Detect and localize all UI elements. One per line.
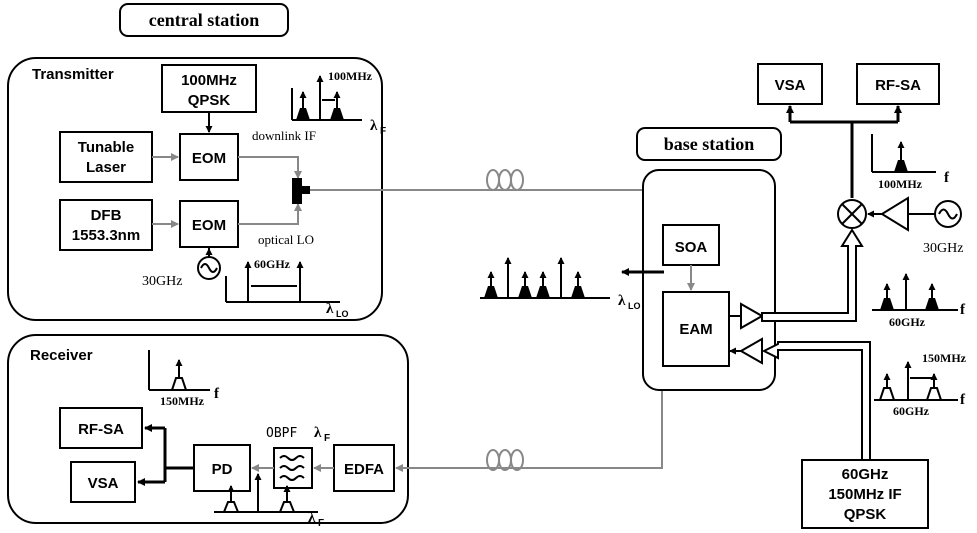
bs-spectrum-axis-sub: LO	[628, 301, 641, 311]
eam-box	[662, 291, 730, 367]
pd-label: PD	[212, 461, 233, 478]
dfb-line2: 1553.3nm	[72, 227, 140, 244]
source-line3: QPSK	[844, 506, 887, 523]
qpsk-source-box	[161, 64, 257, 113]
edfa-label: EDFA	[344, 461, 384, 478]
laser-line1: Tunable	[78, 139, 134, 156]
uplink-fiber	[395, 366, 663, 472]
qpsk-box-line1: 100MHz	[181, 72, 237, 89]
uplink-rf-path-arrow	[761, 341, 871, 461]
source-line1: 60GHz	[842, 466, 889, 483]
central-station-title: central station	[119, 3, 289, 37]
rx-rfsa-box	[59, 407, 143, 449]
receiver-panel: Receiver 150MHz f RF-SA VSA PD OBPF λ F	[7, 334, 409, 529]
rx-vsa-label: VSA	[88, 475, 119, 492]
uplink-source-box	[801, 459, 929, 529]
eam-label: EAM	[679, 321, 712, 338]
tx-if-spectrum: 100MHz λ F	[291, 69, 386, 137]
eom-top-label: EOM	[192, 150, 226, 167]
rx-spectrum-axis: f	[214, 386, 220, 402]
tx-lo-axis: λ	[326, 301, 334, 317]
rx-vsa-box	[70, 461, 136, 503]
right-down-spectrum-label: 60GHz	[889, 315, 926, 329]
soa-label: SOA	[675, 239, 708, 256]
source-line2: 150MHz IF	[828, 486, 901, 503]
tx-lo-spectrum: 60GHz λ LO	[225, 257, 349, 319]
uplink-fiber-spool-icon	[486, 449, 524, 471]
downlink-rf-path-arrow	[761, 228, 864, 322]
rx-rfsa-label: RF-SA	[78, 421, 124, 438]
rx-optical-axis-sub: F	[318, 518, 324, 529]
dfb-laser-box	[59, 199, 153, 251]
obpf-label: OBPF	[266, 426, 297, 441]
tx-lo-freq: 30GHz	[142, 274, 182, 289]
laser-line2: Laser	[86, 159, 126, 176]
downlink-if-label: downlink IF	[252, 128, 316, 143]
bs-spectrum-axis: λ	[618, 293, 626, 309]
right-vsa-box	[757, 63, 823, 105]
base-station-label: base station	[664, 134, 755, 154]
central-station-label: central station	[149, 10, 259, 30]
eom-bottom-label: EOM	[192, 217, 226, 234]
receiver-title: Receiver	[30, 347, 93, 364]
optical-lo-label: optical LO	[258, 232, 314, 247]
downlink-fiber-spool-icon	[486, 169, 524, 191]
right-up-spectrum-label-bottom: 60GHz	[893, 404, 930, 418]
base-station-title: base station	[636, 127, 782, 161]
tx-if-spectrum-label: 100MHz	[328, 69, 373, 83]
tx-if-axis: λ	[370, 118, 378, 134]
tx-lo-spectrum-label: 60GHz	[254, 257, 291, 271]
right-if-spectrum-label: 100MHz	[878, 177, 923, 191]
bs-optical-spectrum: λ LO	[480, 257, 641, 311]
right-rfsa-box	[856, 63, 940, 105]
rx-rf-spectrum: 150MHz f	[148, 350, 220, 408]
dfb-line1: DFB	[91, 207, 122, 224]
right-lo-freq: 30GHz	[923, 241, 963, 256]
right-vsa-label: VSA	[775, 77, 806, 94]
right-up-spectrum-axis: f	[960, 392, 966, 408]
rx-optical-axis: λ	[308, 510, 316, 526]
tunable-laser-box	[59, 131, 153, 183]
tx-if-axis-sub: F	[380, 126, 386, 137]
tx-amplifier-icon	[740, 302, 765, 330]
right-up-spectrum-label-top: 150MHz	[922, 351, 967, 365]
tx-lo-axis-sub: LO	[336, 309, 349, 319]
obpf-lambda-sub: F	[324, 433, 330, 444]
right-if-spectrum-axis: f	[944, 170, 950, 186]
rx-optical-spectrum: λ F	[214, 473, 324, 529]
right-if-spectrum: 100MHz f	[871, 134, 950, 191]
optical-coupler-icon	[292, 178, 302, 204]
right-up-spectrum: 150MHz 60GHz f	[874, 351, 967, 418]
right-rfsa-label: RF-SA	[875, 77, 921, 94]
eom-top-box	[179, 133, 239, 181]
right-down-spectrum: 60GHz f	[872, 273, 966, 329]
rx-spectrum-label: 150MHz	[160, 394, 205, 408]
transmitter-title: Transmitter	[32, 66, 114, 83]
mixer-icon	[837, 199, 867, 229]
qpsk-box-line2: QPSK	[188, 92, 231, 109]
right-lo-amplifier-icon	[880, 196, 909, 232]
right-down-spectrum-axis: f	[960, 302, 966, 318]
obpf-filter-icon	[273, 447, 313, 489]
obpf-lambda: λ	[314, 425, 322, 441]
